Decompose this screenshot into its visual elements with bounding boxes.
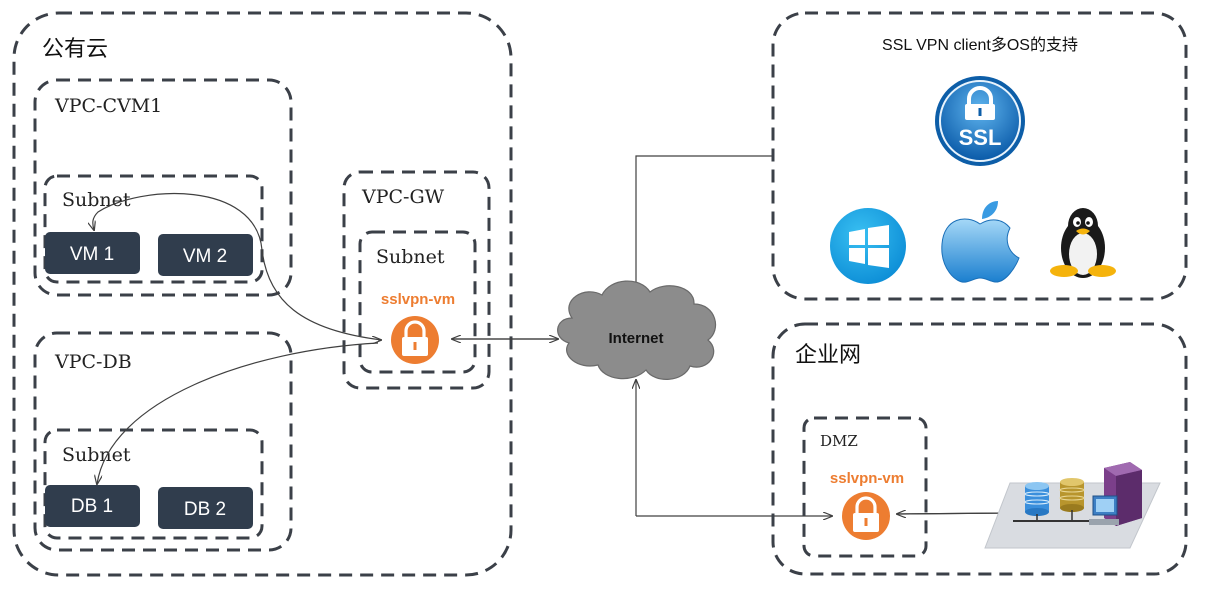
link-servers-dmz xyxy=(897,513,1011,514)
enterprise-servers-icon xyxy=(984,462,1161,549)
vpc-db-border xyxy=(33,331,293,552)
ssl-badge-text: SSL xyxy=(959,125,1002,150)
vpc-db-label: VPC-DB xyxy=(54,351,132,373)
vpc-gw-subnet xyxy=(358,230,477,374)
client-panel-border xyxy=(771,11,1188,301)
vpc-cvm1: VPC-CVM1 Subnet VM 1 VM 2 xyxy=(33,78,293,297)
public-cloud-border xyxy=(12,11,513,577)
vpc-cvm1-label: VPC-CVM1 xyxy=(54,95,162,117)
vpc-gw: VPC-GW Subnet sslvpn-vm xyxy=(342,170,491,390)
client-panel-title: SSL VPN client多OS的支持 xyxy=(882,36,1078,54)
link-gateway-db1 xyxy=(97,342,379,484)
vm2-node[interactable]: VM 2 xyxy=(158,234,253,276)
dmz-border xyxy=(802,416,928,558)
link-clients-internet xyxy=(636,155,772,301)
linux-penguin-icon xyxy=(1050,208,1116,278)
vm1-node[interactable]: VM 1 xyxy=(45,232,140,274)
vpc-db-subnet xyxy=(43,428,264,540)
connectors xyxy=(93,155,1011,516)
vm2-label: VM 2 xyxy=(183,246,227,267)
enterprise-border xyxy=(771,322,1188,576)
enterprise-title: 企业网 xyxy=(795,343,861,368)
dmz-label: DMZ xyxy=(820,432,858,450)
ssl-badge-icon: SSL xyxy=(935,76,1025,166)
windows-icon xyxy=(830,208,906,284)
vpc-cvm1-subnet xyxy=(43,174,264,284)
gw-lock-icon[interactable] xyxy=(391,316,439,364)
vpc-gw-border xyxy=(342,170,491,390)
vpc-cvm1-border xyxy=(33,78,293,297)
internet-cloud[interactable]: Internet xyxy=(557,280,717,380)
public-cloud-title: 公有云 xyxy=(42,37,108,62)
apple-icon xyxy=(941,201,1020,283)
db2-label: DB 2 xyxy=(184,499,226,520)
vm1-label: VM 1 xyxy=(70,244,114,265)
client-os-panel: SSL VPN client多OS的支持 SSL xyxy=(771,11,1188,301)
db2-node[interactable]: DB 2 xyxy=(158,487,253,529)
vpc-gw-label: VPC-GW xyxy=(361,186,445,208)
public-cloud-region: 公有云 xyxy=(12,11,513,577)
dmz-lock-icon[interactable] xyxy=(842,492,890,540)
link-vm1-gateway xyxy=(93,193,383,341)
vpc-cvm1-subnet-label: Subnet xyxy=(62,189,131,211)
gw-sslvpn-label: sslvpn-vm xyxy=(381,291,455,308)
internet-cloud-shape xyxy=(557,280,717,380)
vpc-db-subnet-label: Subnet xyxy=(62,444,131,466)
internet-label: Internet xyxy=(608,330,663,347)
db1-node[interactable]: DB 1 xyxy=(45,485,140,527)
vpc-gw-subnet-label: Subnet xyxy=(376,246,445,268)
vpc-db: VPC-DB Subnet DB 1 DB 2 xyxy=(33,331,293,552)
enterprise-network: 企业网 DMZ sslvpn-vm xyxy=(771,322,1188,576)
dmz-sslvpn-label: sslvpn-vm xyxy=(830,470,904,487)
db1-label: DB 1 xyxy=(71,496,113,517)
